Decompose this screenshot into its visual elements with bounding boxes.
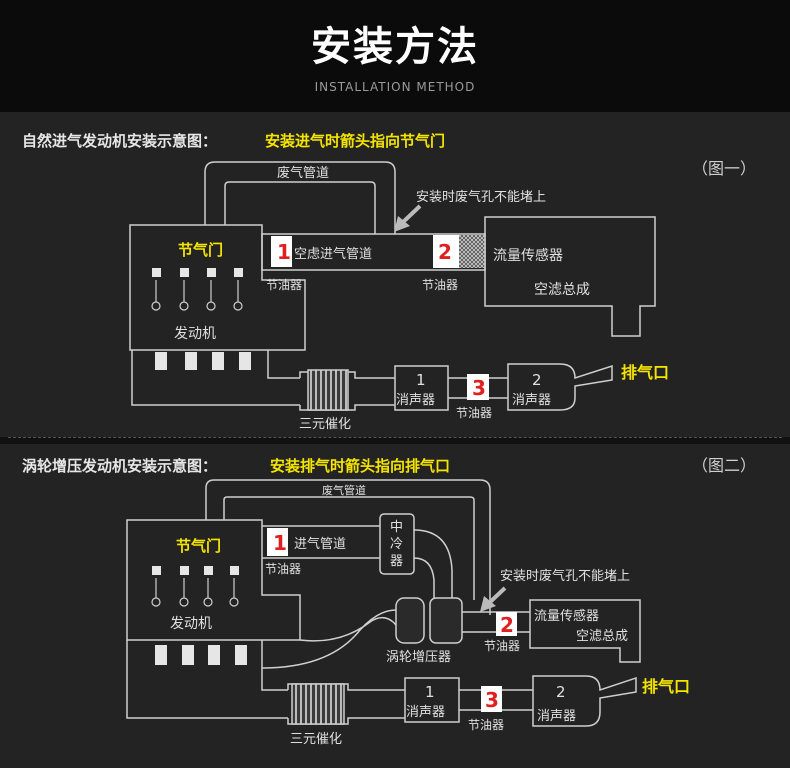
diagram1-fig-label: （图一） <box>692 159 756 178</box>
diagram2-muffler1: 消声器 <box>406 705 445 720</box>
diagram2-m1-number: 1 <box>425 683 435 701</box>
badge-3-number: 3 <box>472 376 486 400</box>
intake-pipe-2 <box>262 525 380 559</box>
air-filter-box <box>484 216 656 337</box>
diagram-2: 涡轮增压发动机安装示意图： 安装排气时箭头指向排气口 （图二） 废气管道 节气门… <box>22 456 756 747</box>
badge-3 <box>467 374 489 400</box>
diagram2-turbo-label: 涡轮增压器 <box>386 650 451 665</box>
page-subtitle: INSTALLATION METHOD <box>314 80 476 94</box>
diagram2-heading: 涡轮增压发动机安装示意图： <box>22 457 217 475</box>
exhaust-manifold-outer-2 <box>126 640 288 719</box>
badge-3-t-number: 3 <box>485 688 499 712</box>
exhaust-manifold-inner-2 <box>261 668 288 691</box>
exhaust-line-bottom-2 <box>287 717 405 725</box>
diagram2-instruction: 安装排气时箭头指向排气口 <box>270 457 450 475</box>
intercooler-to-turbo-pipe <box>413 529 453 600</box>
muffler-1-t <box>404 677 460 723</box>
diagram2-muffler2: 消声器 <box>537 709 576 724</box>
diagram2-intercooler-3: 器 <box>390 554 403 569</box>
diagram2-saver-a: 节油器 <box>265 562 301 576</box>
diagram2-warning: 安装时废气孔不能堵上 <box>500 568 630 584</box>
diagram1-air-filter: 空滤总成 <box>534 282 590 298</box>
diagram2-flow-sensor: 流量传感器 <box>534 608 599 624</box>
exhaust-pipe-inner-2 <box>223 496 475 600</box>
exhaust-line-top <box>299 371 395 379</box>
badge-1 <box>271 236 292 267</box>
manifold-to-turbo-top <box>261 609 397 669</box>
diagram1-muffler1: 消声器 <box>396 393 435 408</box>
page-title: 安装方法 <box>311 24 479 70</box>
warning-arrow-icon-2 <box>480 596 496 612</box>
badge-2-t <box>496 612 517 636</box>
diagram1-saver-a: 节油器 <box>266 278 302 292</box>
diagram1-m2-number: 2 <box>532 371 542 389</box>
warning-arrow-shaft-2 <box>486 586 507 606</box>
intercooler <box>379 513 415 575</box>
warning-arrow-shaft <box>399 204 422 226</box>
diagram-panel-turbo <box>0 444 790 768</box>
diagram1-m1-number: 1 <box>416 371 426 389</box>
muffler-1 <box>394 365 449 411</box>
catalyst-1 <box>307 369 349 411</box>
diagram1-throttle-label: 节气门 <box>178 241 223 259</box>
diagram2-m2-number: 2 <box>556 683 566 701</box>
diagram2-throttle-label: 节气门 <box>176 537 221 555</box>
exhaust-pipe-outer-2 <box>205 479 491 615</box>
exhaust-line-bottom <box>299 404 395 411</box>
diagram1-saver-c: 节油器 <box>456 406 492 420</box>
diagram2-fig-label: （图二） <box>692 456 756 475</box>
exhaust-pipe-inner <box>224 181 376 234</box>
diagram1-catalyst: 三元催化 <box>299 417 351 432</box>
diagram1-flow-sensor: 流量传感器 <box>493 247 563 264</box>
diagram2-intercooler-1: 中 <box>390 520 403 535</box>
diagram1-instruction: 安装进气时箭头指向节气门 <box>265 132 445 150</box>
exhaust-pipe-outer <box>204 161 396 234</box>
diagram1-intake-pipe-label: 空虑进气管道 <box>294 246 372 262</box>
exhaust-port-icons-2 <box>155 645 247 665</box>
engine-block <box>129 224 306 351</box>
catalyst-2 <box>291 683 345 725</box>
badge-1-number: 1 <box>277 240 291 264</box>
air-filter-box-2 <box>529 599 641 663</box>
diagram1-engine-label: 发动机 <box>174 326 216 342</box>
diagram2-air-filter: 空滤总成 <box>576 629 628 644</box>
exhaust-port-icons <box>155 352 251 370</box>
diagram2-catalyst: 三元催化 <box>290 732 342 747</box>
diagram-1: 自然进气发动机安装示意图： 安装进气时箭头指向节气门 （图一） 废气管道 安装时… <box>22 132 756 432</box>
diagram1-muffler2: 消声器 <box>512 393 551 408</box>
muffler-2 <box>507 363 613 411</box>
badge-3-t <box>481 686 502 712</box>
diagram1-warning: 安装时废气孔不能堵上 <box>416 189 546 205</box>
header-banner: 安装方法 INSTALLATION METHOD <box>0 0 790 112</box>
badge-2-t-number: 2 <box>500 613 514 637</box>
panel-divider <box>8 437 782 439</box>
exhaust-line-top-2 <box>287 683 405 691</box>
piston-icons <box>151 268 243 311</box>
badge-1-t <box>267 528 288 556</box>
diagram1-exhaust-outlet: 排气口 <box>621 363 669 382</box>
turbo-right <box>429 597 463 644</box>
diagram2-exhaust-pipe-label: 废气管道 <box>322 483 366 497</box>
mesh-filter <box>459 235 485 268</box>
diagram2-exhaust-outlet: 排气口 <box>642 677 690 696</box>
muffler-2-t <box>532 675 637 727</box>
turbo-left <box>395 597 425 644</box>
diagram1-heading: 自然进气发动机安装示意图： <box>22 132 217 150</box>
badge-1-t-number: 1 <box>273 531 287 555</box>
warning-arrow-icon <box>394 216 410 232</box>
piston-icons-2 <box>151 566 239 607</box>
diagram2-intake-pipe-label: 进气管道 <box>294 536 346 552</box>
diagram2-engine-label: 发动机 <box>170 616 212 632</box>
diagram1-exhaust-pipe-label: 废气管道 <box>277 165 329 181</box>
diagram2-saver-b: 节油器 <box>484 639 520 653</box>
diagram2-intercooler-2: 冷 <box>390 537 403 552</box>
diagram1-saver-b: 节油器 <box>422 278 458 292</box>
badge-2-number: 2 <box>438 240 452 264</box>
badge-2 <box>433 235 459 268</box>
manifold-to-turbo-inner <box>299 616 397 642</box>
diagram2-saver-c: 节油器 <box>468 718 504 732</box>
exhaust-manifold-outer <box>131 350 300 406</box>
exhaust-manifold-inner <box>267 350 300 379</box>
